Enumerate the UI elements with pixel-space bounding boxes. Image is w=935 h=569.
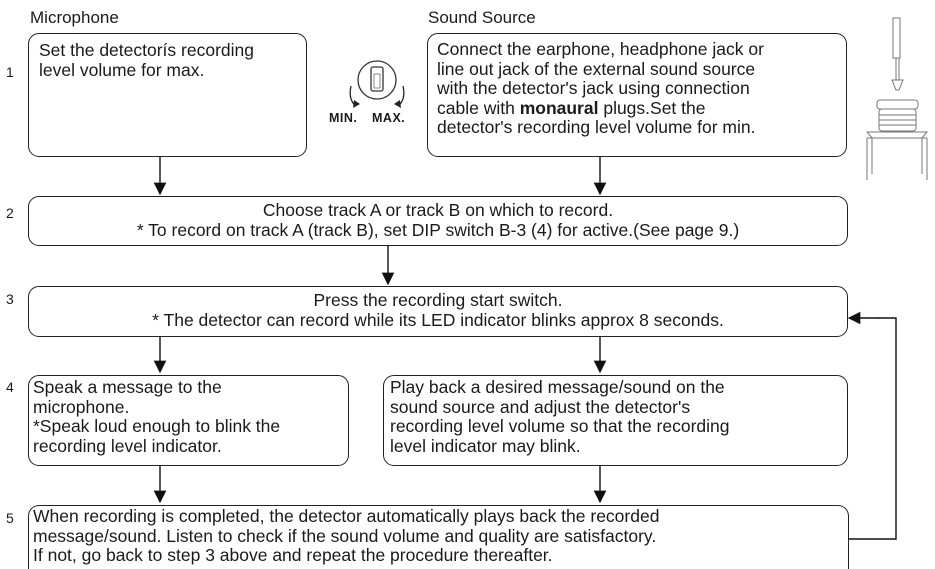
step3-box: Press the recording start switch. * The … (28, 286, 848, 337)
dial-min-label: MIN. (329, 111, 358, 125)
step1-source-text-part2: plugs.Set the detector's recording level… (437, 97, 756, 137)
loop-back-5-to-3 (849, 317, 897, 540)
step1-sound-source-box: Connect the earphone, headphone jack or … (427, 33, 847, 157)
volume-knob-icon (349, 60, 405, 108)
step2-box: Choose track A or track B on which to re… (28, 196, 848, 246)
step3-line1: Press the recording start switch. (313, 290, 563, 310)
step4-microphone-text: Speak a message to the microphone. *Spea… (33, 377, 281, 456)
step1-sound-source-text: Connect the earphone, headphone jack or … (428, 34, 846, 144)
step1-microphone-text: Set the detectorís recording level volum… (39, 40, 254, 80)
step1-source-text-part1: Connect the earphone, headphone jack or … (437, 39, 764, 118)
monaural-emphasis: monaural (519, 97, 599, 118)
dial-max-label: MAX. (372, 111, 406, 125)
step5-text: When recording is completed, the detecto… (33, 506, 660, 565)
step-number-3: 3 (6, 291, 14, 307)
step3-line2: * The detector can record while its LED … (152, 309, 724, 330)
volume-dial (334, 48, 424, 128)
step-number-5: 5 (6, 510, 14, 526)
step2-line1: Choose track A or track B on which to re… (262, 200, 614, 220)
step2-line2: * To record on track A (track B), set DI… (136, 219, 740, 240)
step4-sound-source-box: Play back a desired message/sound on the… (383, 375, 848, 466)
step4-microphone-box: Speak a message to the microphone. *Spea… (28, 375, 349, 466)
step-number-4: 4 (6, 379, 14, 395)
jack-plug-illustration (864, 14, 930, 180)
sound-source-header: Sound Source (428, 8, 536, 27)
jack-plug-icon (865, 17, 929, 180)
step-number-2: 2 (6, 205, 14, 221)
step4-sound-source-text: Play back a desired message/sound on the… (390, 377, 730, 456)
microphone-header: Microphone (30, 8, 119, 27)
step-number-1: 1 (6, 64, 14, 80)
step5-box: When recording is completed, the detecto… (28, 505, 849, 569)
step1-microphone-box: Set the detectorís recording level volum… (28, 33, 307, 157)
